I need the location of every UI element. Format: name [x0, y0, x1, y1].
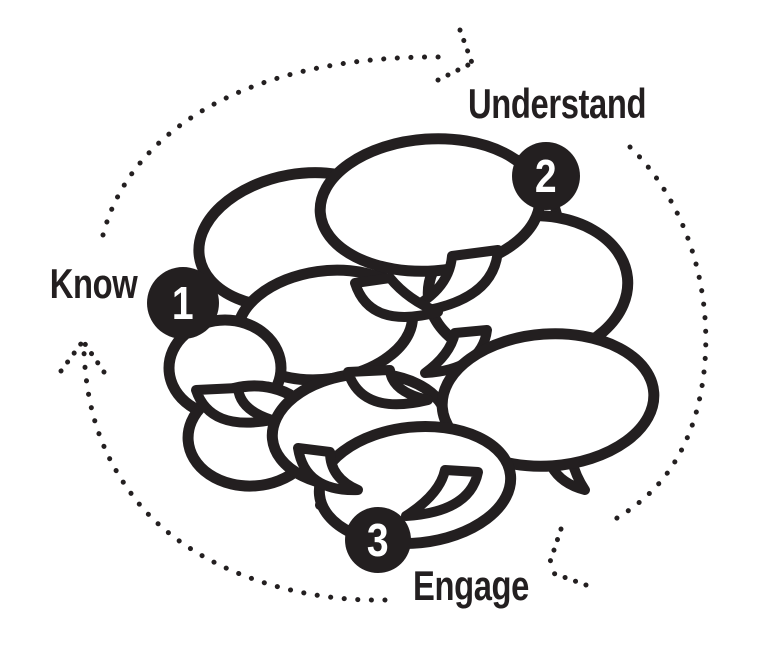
step-label-understand: Understand: [468, 80, 647, 127]
arrowhead-icon-left: [58, 338, 107, 375]
bubble-tail: [343, 365, 433, 410]
step-number: 1: [172, 277, 194, 329]
arrowhead-icon-top: [435, 27, 475, 83]
step-badge-1: 1: [147, 267, 219, 339]
step-number: 3: [367, 514, 389, 566]
step-label-engage: Engage: [413, 562, 529, 609]
bubble-tail: [293, 443, 363, 496]
bubble-tail: [350, 273, 443, 322]
step-badge-2: 2: [512, 142, 580, 210]
speech-bubble-cluster-icon: [163, 133, 660, 550]
bubble-tail: [401, 465, 483, 521]
arrowhead-icon-right: [544, 526, 589, 588]
dotted-cycle-arrows: [58, 27, 709, 603]
dotted-arc-know-to-understand: [100, 54, 446, 238]
step-number: 2: [535, 150, 557, 202]
speech-bubble: [436, 328, 660, 472]
step-badge-3: 3: [345, 507, 411, 573]
step-label-know: Know: [49, 260, 137, 307]
dotted-arc-understand-to-engage: [609, 144, 709, 524]
